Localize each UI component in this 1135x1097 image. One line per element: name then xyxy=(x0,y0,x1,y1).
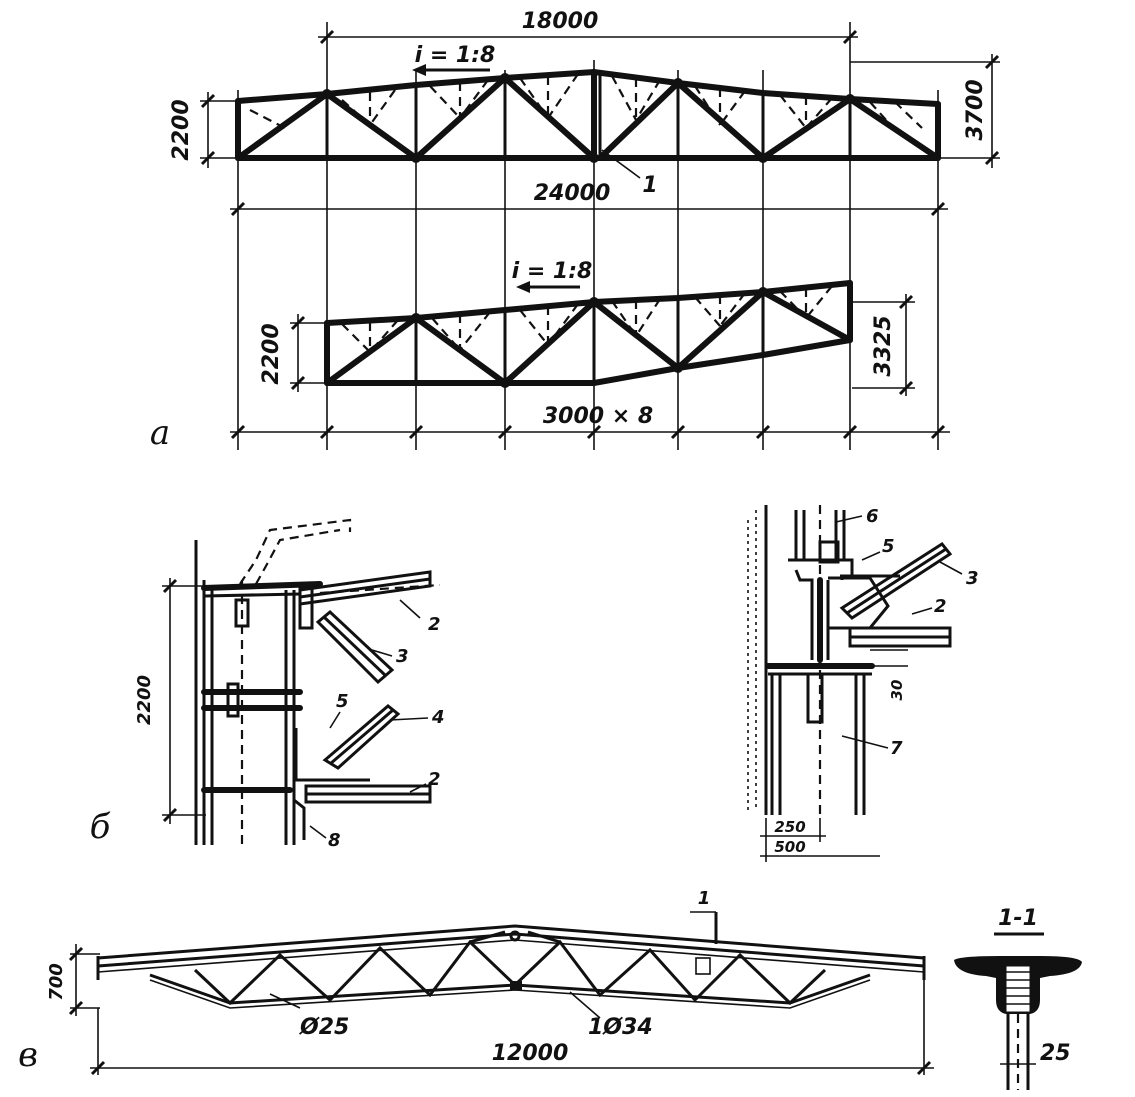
b-label-2b: 2 xyxy=(428,769,441,790)
dashed-bracing xyxy=(249,73,923,131)
section-mark-1: 1 xyxy=(698,888,711,909)
dim-2200-a-top: 2200 xyxy=(169,99,194,160)
dim-3700: 3700 xyxy=(963,79,988,140)
bottom-chord-bottom xyxy=(324,337,853,386)
b-label-5: 5 xyxy=(336,691,349,712)
br-label-5: 5 xyxy=(882,536,895,557)
dim-3325: 3325 xyxy=(871,315,896,376)
section-title: 1-1 xyxy=(998,906,1038,931)
top-chord xyxy=(235,68,941,107)
slope-label-bottom: i = 1:8 xyxy=(512,259,593,284)
dim-18000: 18000 xyxy=(522,9,599,34)
detail-b-right: 30 6 5 3 2 7 250 500 xyxy=(747,505,979,862)
br-label-7: 7 xyxy=(890,738,903,759)
gap-30: 30 xyxy=(888,680,906,701)
dim-250: 250 xyxy=(774,818,805,836)
b-label-3: 3 xyxy=(396,646,409,667)
panel-label-a: а xyxy=(150,413,170,453)
br-label-2: 2 xyxy=(934,596,947,617)
dim-700: 700 xyxy=(46,963,67,1001)
dim-3000x8: 3000 × 8 xyxy=(543,404,653,429)
slope-label-top: i = 1:8 xyxy=(415,43,496,68)
rod-25: Ø25 xyxy=(298,1015,349,1040)
b-label-8: 8 xyxy=(328,830,341,851)
panel-label-v: в xyxy=(18,1035,38,1075)
panel-label-b: б xyxy=(90,807,111,847)
section-1-1: 1-1 25 xyxy=(954,906,1082,1090)
b-label-4: 4 xyxy=(431,707,445,728)
dim-12000: 12000 xyxy=(492,1041,569,1066)
dim-24000: 24000 xyxy=(534,181,611,206)
rod-section-25: 25 xyxy=(1040,1041,1071,1066)
rod-1-34: 1Ø34 xyxy=(588,1015,653,1040)
b-label-2a: 2 xyxy=(428,614,441,635)
truss-v: 1 Ø25 1Ø34 700 12000 в xyxy=(18,888,934,1076)
dim-2200-b: 2200 xyxy=(134,675,155,725)
dim-2200-a-bottom: 2200 xyxy=(259,323,284,384)
br-label-6: 6 xyxy=(866,506,879,527)
truss-a-top: 18000 i = 1:8 xyxy=(169,9,1000,450)
node-label-1: 1 xyxy=(642,173,657,198)
dim-500: 500 xyxy=(774,838,805,856)
br-label-3: 3 xyxy=(966,568,979,589)
truss-a-bottom: i = 1:8 xyxy=(150,259,950,453)
detail-b-left: 2 3 5 4 2 8 2200 б xyxy=(90,518,445,851)
